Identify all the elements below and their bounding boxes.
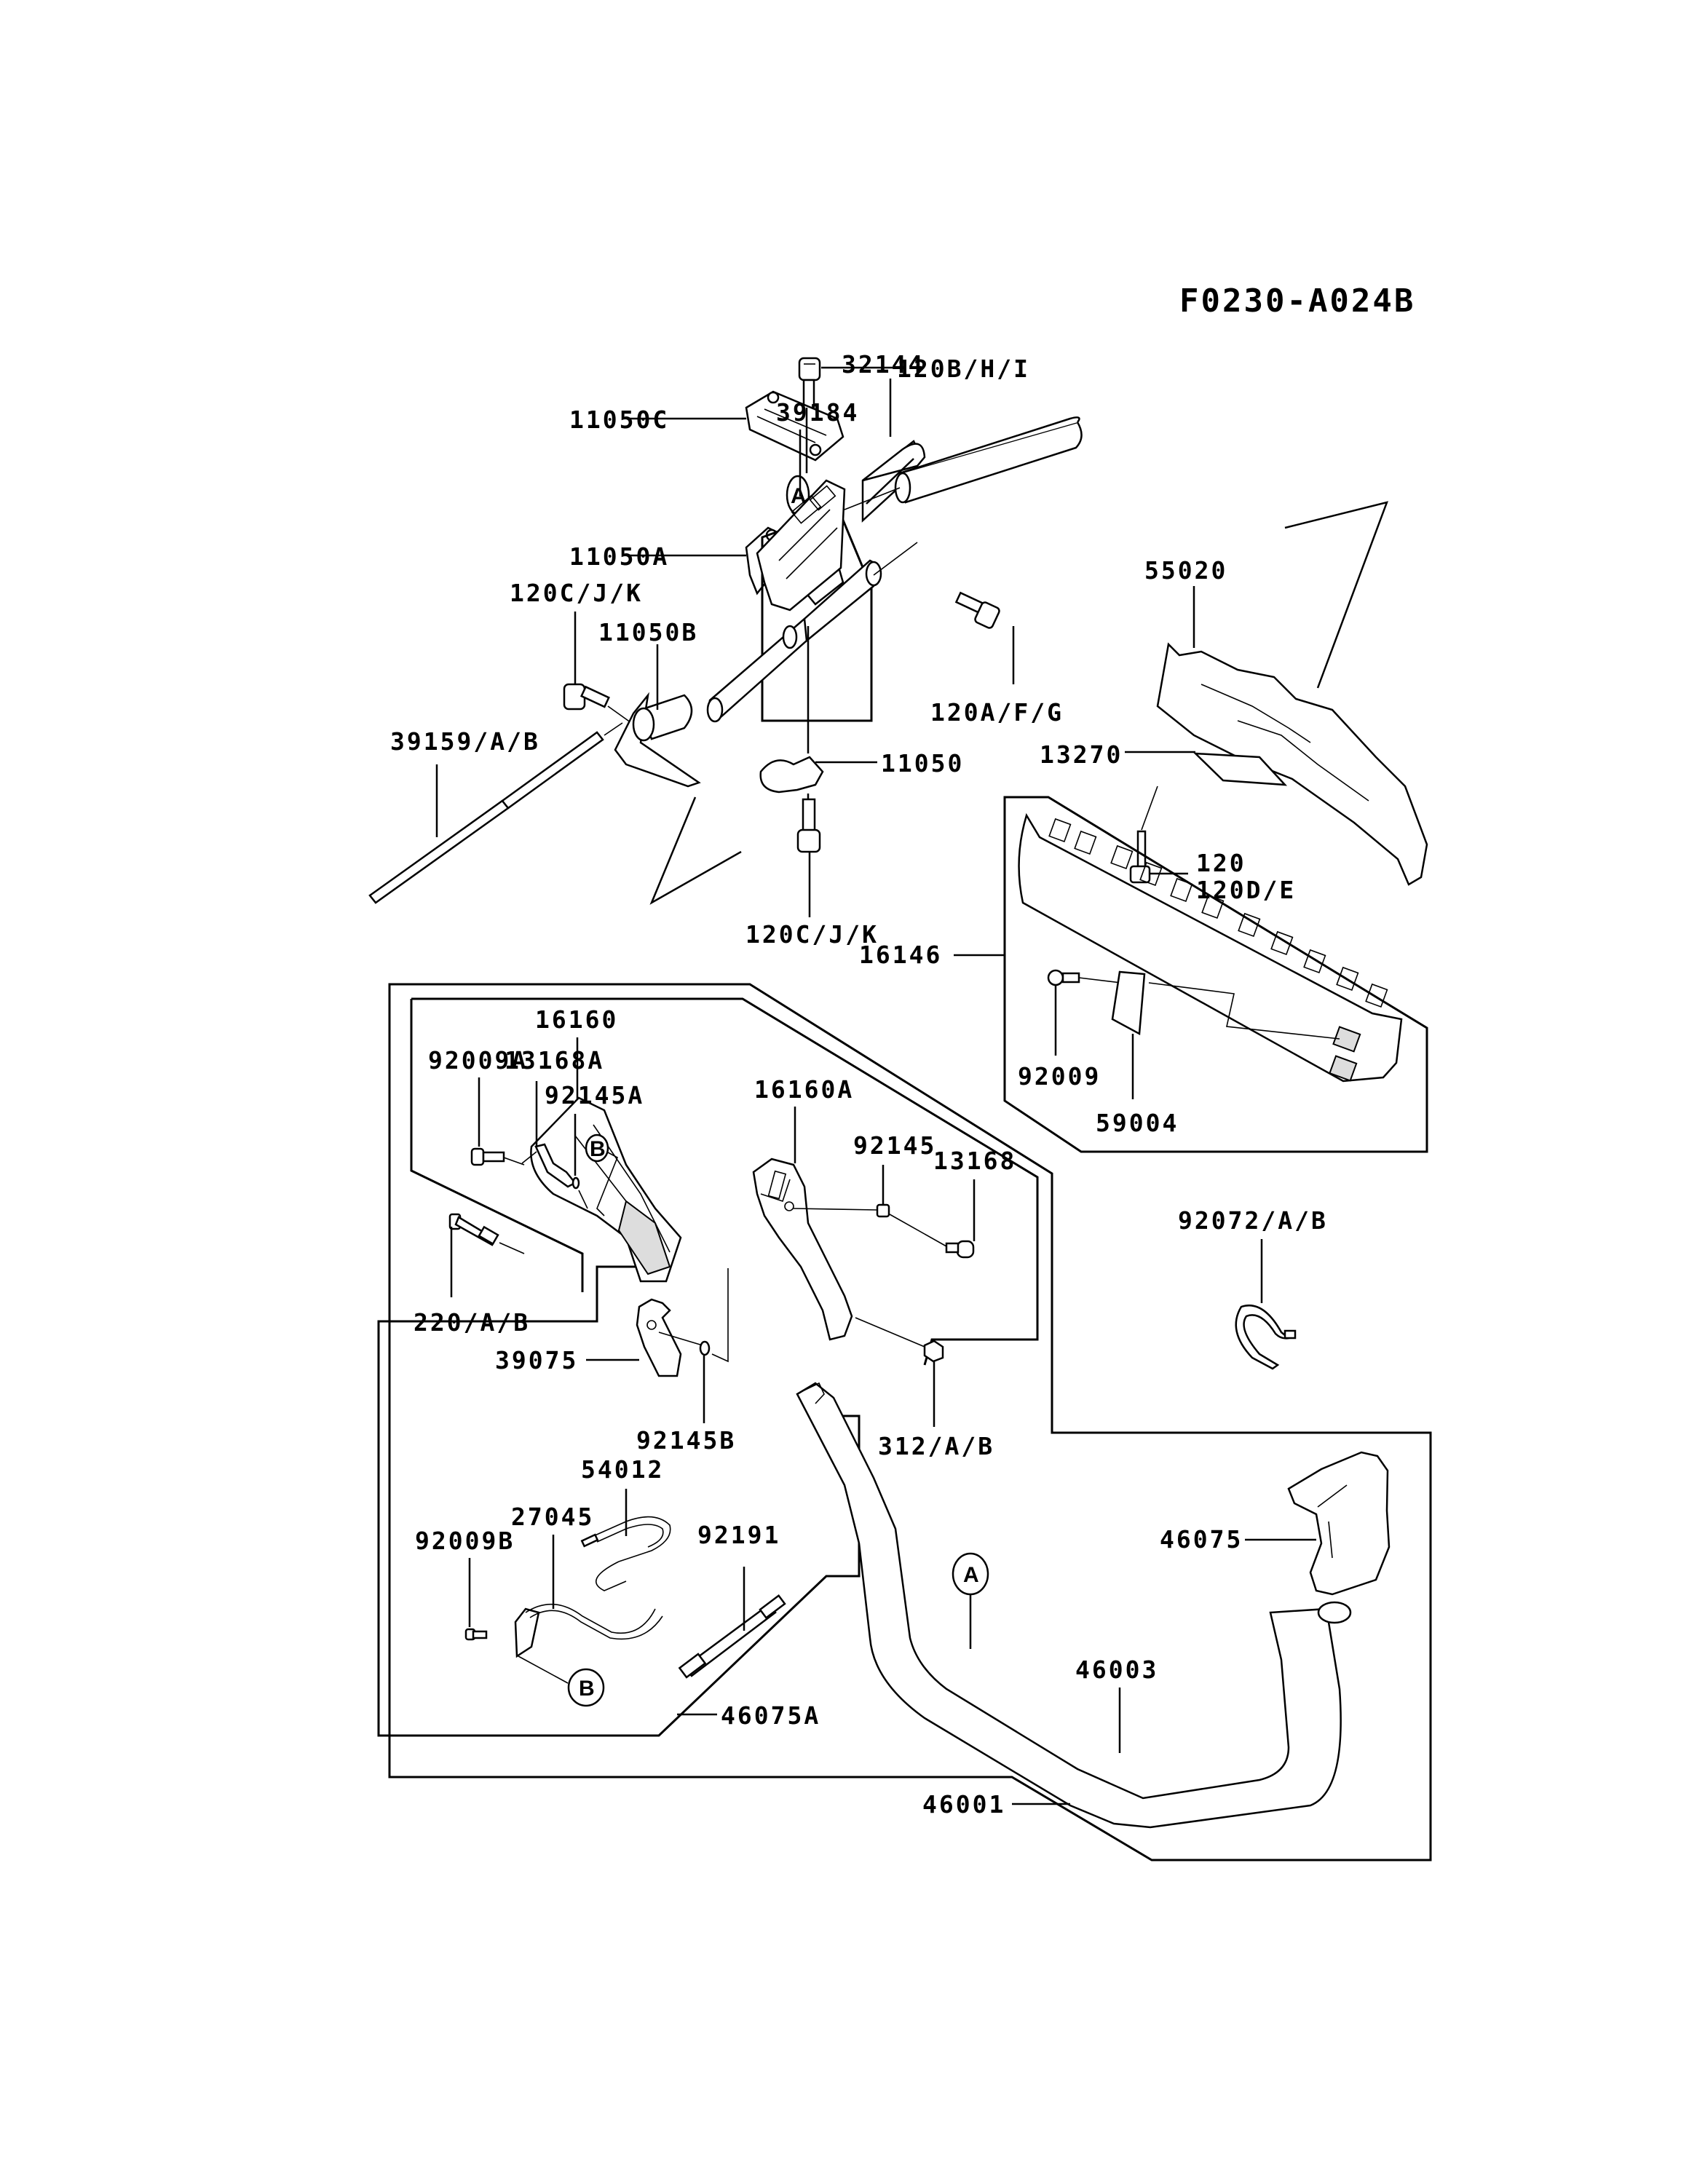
label-46075a: 46075A xyxy=(721,1701,820,1730)
bolt-120cjk-bottom xyxy=(796,798,821,917)
label-plate-59004 xyxy=(1111,970,1340,1099)
label-39159: 39159/A/B xyxy=(390,727,540,756)
pin-13168 xyxy=(889,1179,976,1259)
clamp-11050c xyxy=(628,390,844,473)
bolt-120bhi xyxy=(798,357,894,409)
handle-housing-16160 xyxy=(530,1037,682,1283)
label-92191: 92191 xyxy=(697,1521,780,1549)
assembly-box-46075a-lower xyxy=(377,1265,861,1737)
label-92145a: 92145A xyxy=(545,1081,644,1109)
label-220: 220/A/B xyxy=(414,1308,530,1337)
label-11050a: 11050A xyxy=(569,542,669,571)
label-120de: 120D/E xyxy=(1196,876,1296,904)
label-312: 312/A/B xyxy=(878,1432,994,1460)
label-92145b: 92145B xyxy=(636,1426,736,1455)
label-120bhi: 120B/H/I xyxy=(897,355,1030,383)
label-92009: 92009 xyxy=(1018,1062,1101,1091)
assembly-box-46075a-left xyxy=(410,999,584,1292)
label-32144: 32144 xyxy=(842,350,925,379)
label-120afg: 120A/F/G xyxy=(930,698,1064,727)
bracket-11050b xyxy=(614,644,701,788)
switch-27045 xyxy=(514,1535,663,1658)
label-39075: 39075 xyxy=(495,1346,578,1374)
label-11050c: 11050C xyxy=(569,405,669,434)
grip-46075 xyxy=(1245,1451,1391,1596)
label-16160a: 16160A xyxy=(754,1075,854,1104)
label-11050: 11050 xyxy=(881,749,964,778)
label-27045: 27045 xyxy=(511,1503,594,1531)
spring-92145a xyxy=(571,1114,588,1209)
nut-92145 xyxy=(793,1165,890,1218)
label-120cjk-bottom: 120C/J/K xyxy=(745,920,879,949)
svg-text:B: B xyxy=(579,1677,595,1701)
driveshaft-39159 xyxy=(368,722,623,904)
shaft-tube xyxy=(706,542,918,723)
handle-half-16160a xyxy=(752,1107,853,1341)
label-46003: 46003 xyxy=(1075,1655,1158,1684)
label-120cjk-top: 120C/J/K xyxy=(510,579,643,607)
bolt-120cjk-top xyxy=(563,612,634,725)
label-13270: 13270 xyxy=(1040,740,1123,769)
cable-tie-92072 xyxy=(1235,1239,1297,1370)
cover-16146 xyxy=(954,796,1428,1153)
guard-55020 xyxy=(1156,501,1428,886)
svg-text:A: A xyxy=(963,1563,979,1587)
label-120: 120 xyxy=(1196,849,1246,877)
stud-92191 xyxy=(678,1567,786,1679)
label-55020: 55020 xyxy=(1144,556,1227,585)
label-16160: 16160 xyxy=(535,1005,618,1034)
trigger-39075 xyxy=(586,1298,703,1377)
tube-32144 xyxy=(844,379,1083,523)
cable-54012 xyxy=(580,1489,671,1591)
spring-92145b xyxy=(699,1268,729,1423)
bolt-120afg xyxy=(954,591,1015,684)
svg-text:A: A xyxy=(791,484,807,508)
label-11050b: 11050B xyxy=(598,618,698,646)
screw-92009 xyxy=(1047,969,1122,1056)
svg-text:B: B xyxy=(590,1137,606,1161)
label-39184: 39184 xyxy=(776,398,859,427)
assembly-box-46001 xyxy=(388,983,1432,1861)
label-92009a: 92009A xyxy=(428,1046,528,1075)
label-13168: 13168 xyxy=(933,1147,1016,1175)
bolt-220 xyxy=(448,1213,525,1297)
screw-92009a xyxy=(470,1077,525,1166)
nut-312 xyxy=(855,1317,944,1427)
label-16146: 16146 xyxy=(859,941,942,969)
lever-13168a xyxy=(521,1081,577,1188)
housing-39184 xyxy=(756,430,873,722)
label-92145: 92145 xyxy=(853,1131,936,1160)
label-13168a: 13168A xyxy=(505,1046,604,1075)
label-92072: 92072/A/B xyxy=(1178,1206,1328,1235)
label-92009b: 92009B xyxy=(415,1527,515,1555)
diagram-id: F0230-A024B xyxy=(1179,282,1415,320)
label-46075: 46075 xyxy=(1160,1525,1243,1554)
ref-marker-a-bottom: A xyxy=(952,1552,989,1649)
label-46001: 46001 xyxy=(922,1790,1005,1819)
ref-marker-b-bottom: B xyxy=(518,1655,605,1707)
screw-92009b xyxy=(464,1558,488,1641)
plate-13270 xyxy=(1125,751,1288,786)
label-59004: 59004 xyxy=(1096,1109,1179,1137)
handlebar-46003 xyxy=(796,1382,1352,1829)
ref-marker-b-top: B xyxy=(585,1133,619,1216)
callout-lines-left xyxy=(649,796,742,905)
label-54012: 54012 xyxy=(581,1455,664,1484)
